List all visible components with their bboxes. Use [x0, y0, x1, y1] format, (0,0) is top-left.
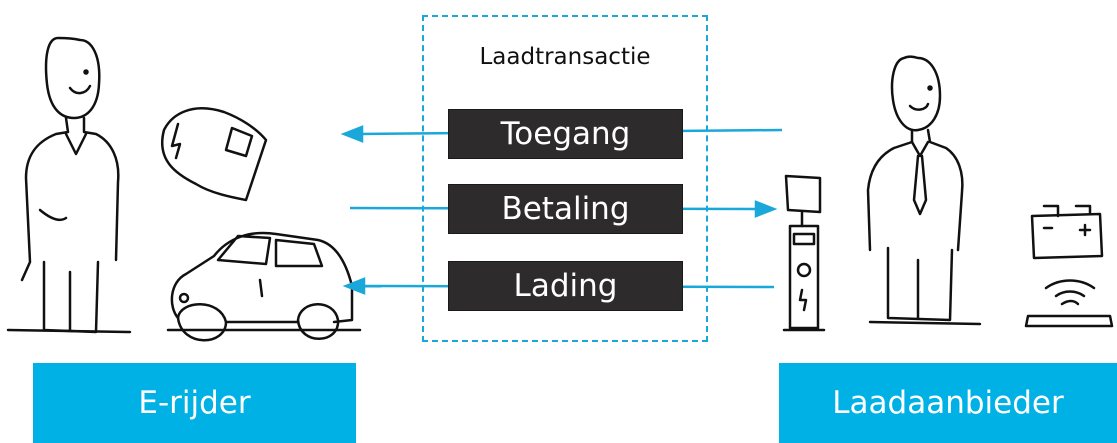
car [166, 231, 362, 342]
transaction-box-toegang: Toegang [448, 109, 683, 159]
provider-figure [866, 55, 982, 326]
toegang-arrowhead [340, 125, 364, 143]
transaction-box-lading: Lading [448, 261, 683, 311]
frame-title: Laadtransactie [479, 44, 651, 70]
role-label-e-rider: E-rijder [33, 363, 356, 443]
transaction-box-betaling: Betaling [448, 184, 683, 234]
charge-card [161, 107, 268, 202]
betaling-arrowhead [754, 200, 778, 218]
role-label-provider: Laadaanbieder [779, 363, 1117, 443]
wireless-pad [1024, 279, 1114, 328]
e-rider-figure [6, 36, 132, 334]
lading-arrowhead [342, 277, 366, 295]
charging-pole [782, 174, 826, 332]
transaction-frame [422, 15, 708, 342]
battery [1030, 204, 1104, 260]
